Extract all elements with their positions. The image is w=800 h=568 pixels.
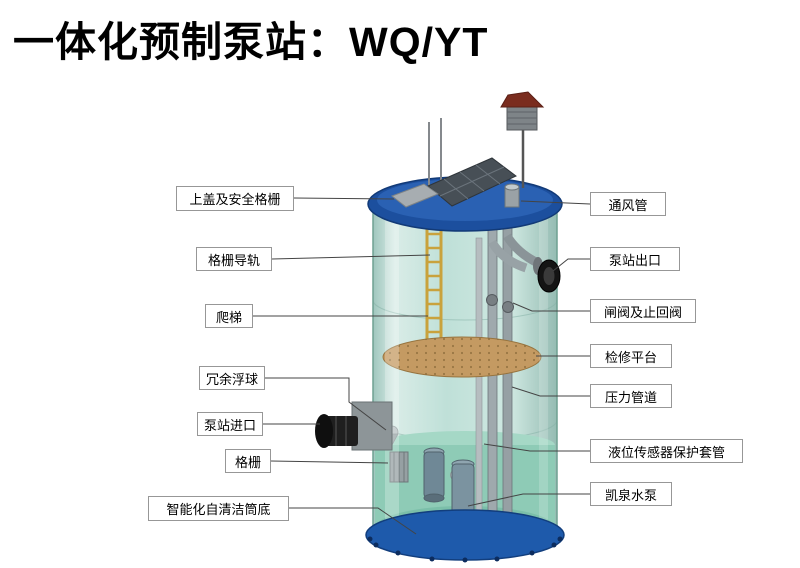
label-self-cleaning-bottom: 智能化自清洁筒底 [148, 496, 289, 521]
label-pressure-pipe: 压力管道 [590, 384, 672, 408]
label-pump: 凯泉水泵 [590, 482, 672, 506]
label-platform: 检修平台 [590, 344, 672, 368]
hatch-panel [427, 157, 517, 207]
label-ladder: 爬梯 [205, 304, 253, 328]
leader-pressure-pipe [511, 386, 590, 397]
access-hatch [390, 183, 440, 208]
leader-grille-rail [271, 254, 431, 260]
mast-and-house [500, 91, 545, 188]
label-outlet: 泵站出口 [590, 247, 680, 271]
leader-outlet [552, 258, 590, 272]
leader-top-cover [293, 197, 395, 200]
outlet-pipe [488, 233, 561, 293]
sensor-sleeve-pipe [475, 237, 483, 521]
leader-self-cleaning [289, 507, 417, 535]
valves [486, 294, 514, 313]
label-inlet: 泵站进口 [197, 412, 263, 436]
label-top-cover-grille: 上盖及安全格栅 [176, 186, 294, 211]
inlet-flange [315, 414, 333, 448]
label-sensor-sleeve: 液位传感器保护套管 [590, 439, 743, 463]
leader-redundant-float [265, 377, 387, 431]
label-grille-rail: 格栅导轨 [196, 247, 272, 271]
grille-basket [389, 451, 409, 483]
label-redundant-float: 冗余浮球 [199, 366, 265, 390]
tank-base-flange [365, 509, 565, 563]
flange-bolts [367, 536, 563, 563]
page-title: 一体化预制泵站：WQ/YT [13, 19, 489, 65]
leader-pump [467, 493, 590, 507]
label-vent-pipe: 通风管 [590, 192, 666, 216]
inlet-pipe [315, 401, 393, 451]
vent-pipe [504, 183, 520, 208]
leader-valves [512, 302, 590, 312]
leader-sensor [483, 443, 590, 452]
label-valves: 闸阀及止回阀 [590, 299, 696, 323]
leader-grille [270, 460, 389, 464]
ladder [425, 228, 443, 352]
service-platform [382, 336, 542, 378]
label-grille: 格栅 [225, 449, 271, 473]
roof [500, 91, 545, 108]
leader-vent [520, 200, 591, 205]
tank-seam [372, 299, 558, 321]
leader-lines [253, 197, 591, 535]
